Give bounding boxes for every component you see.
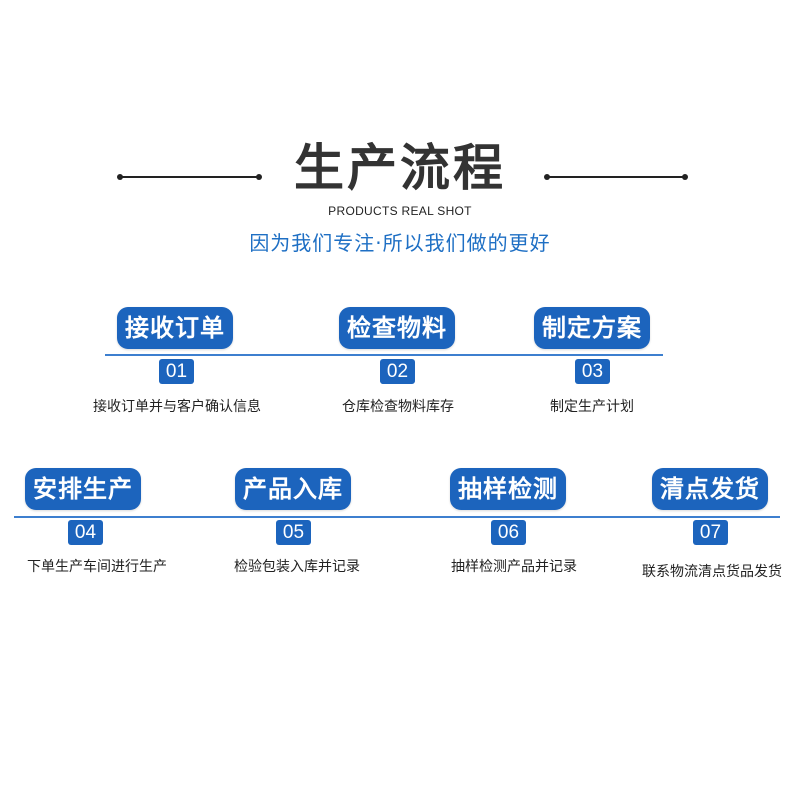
right-decoration-dot-outer — [682, 174, 688, 180]
left-decoration-dot-inner — [256, 174, 262, 180]
step-1-description: 接收订单并与客户确认信息 — [93, 399, 261, 415]
step-6-label: 抽样检测 — [450, 468, 566, 510]
step-3-description: 制定生产计划 — [550, 399, 634, 415]
step-4-description: 下单生产车间进行生产 — [27, 559, 167, 575]
step-5-label: 产品入库 — [235, 468, 351, 510]
step-2-description: 仓库检查物料库存 — [342, 399, 454, 415]
page-subtitle-english: PRODUCTS REAL SHOT — [328, 204, 472, 218]
step-7-label: 清点发货 — [652, 468, 768, 510]
page-title: 生产流程 — [294, 139, 506, 197]
right-decoration-line — [547, 176, 684, 178]
step-2-label: 检查物料 — [339, 307, 455, 349]
step-1-number: 01 — [159, 359, 194, 384]
row-1-connector-line — [105, 354, 663, 356]
step-6-number: 06 — [491, 520, 526, 545]
step-7-description: 联系物流清点货品发货 — [642, 564, 782, 580]
step-4-number: 04 — [68, 520, 103, 545]
step-5-description: 检验包装入库并记录 — [234, 559, 360, 575]
step-7-number: 07 — [693, 520, 728, 545]
step-6-description: 抽样检测产品并记录 — [451, 559, 577, 575]
left-decoration-line — [120, 176, 260, 178]
step-3-label: 制定方案 — [534, 307, 650, 349]
step-5-number: 05 — [276, 520, 311, 545]
step-1-label: 接收订单 — [117, 307, 233, 349]
step-2-number: 02 — [380, 359, 415, 384]
row-2-connector-line — [14, 516, 780, 518]
step-3-number: 03 — [575, 359, 610, 384]
step-4-label: 安排生产 — [25, 468, 141, 510]
page-slogan: 因为我们专注·所以我们做的更好 — [249, 231, 551, 255]
